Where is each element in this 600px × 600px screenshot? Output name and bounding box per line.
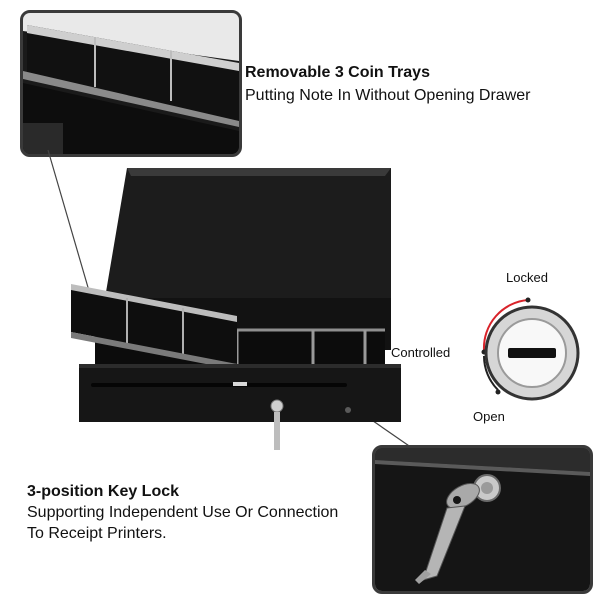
key-lock-closeup-image bbox=[375, 448, 590, 591]
coin-tray-closeup-image bbox=[23, 13, 239, 154]
lock-label-open: Open bbox=[473, 409, 505, 424]
key-lock-description-line-1: Supporting Independent Use Or Connection bbox=[27, 504, 339, 521]
coin-trays-subtitle: Putting Note In Without Opening Drawer bbox=[245, 87, 531, 104]
lock-label-locked: Locked bbox=[506, 270, 548, 285]
lock-position-diagram bbox=[481, 297, 580, 401]
key-lock-description-line-2: To Receipt Printers. bbox=[27, 525, 167, 542]
key-lock-closeup-inset bbox=[372, 445, 593, 594]
coin-trays-title: Removable 3 Coin Trays bbox=[245, 64, 430, 81]
lock-label-controlled: Controlled bbox=[391, 345, 451, 360]
key-lock-title: 3-position Key Lock bbox=[27, 483, 180, 500]
coin-tray-closeup-inset bbox=[20, 10, 242, 157]
cash-drawer-image bbox=[71, 168, 401, 450]
